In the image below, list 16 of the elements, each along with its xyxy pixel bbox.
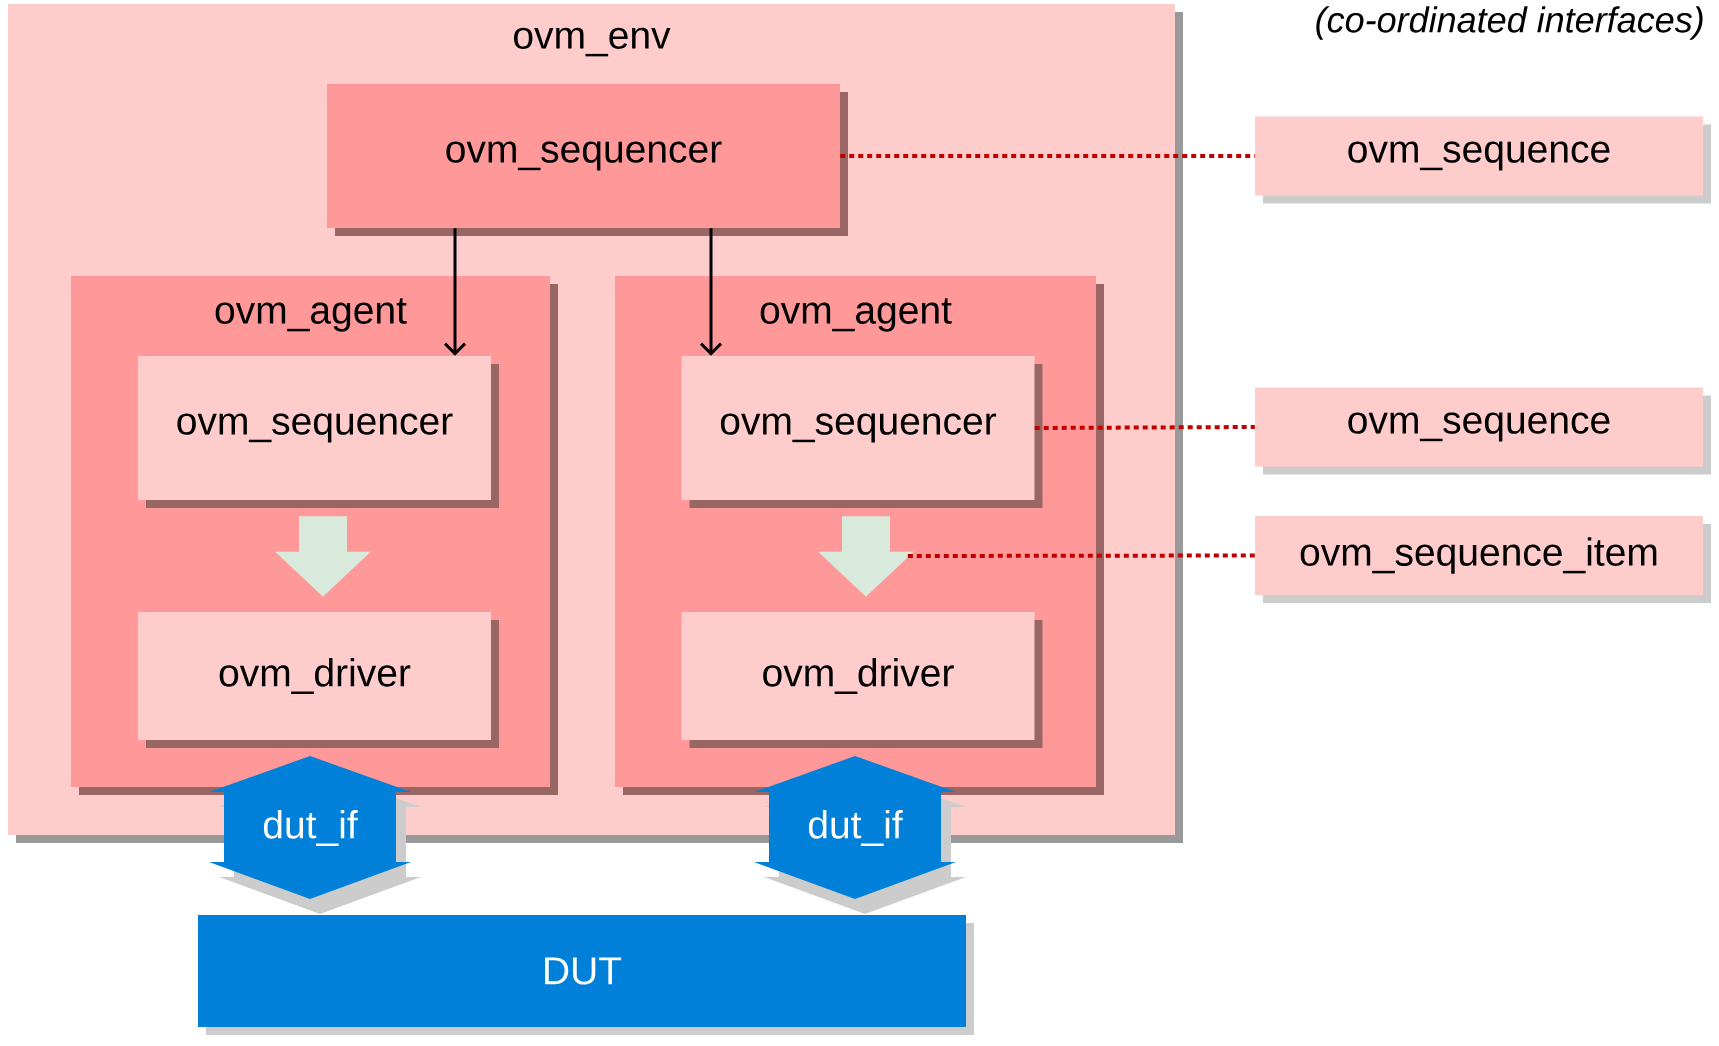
arrow bbox=[443, 228, 467, 356]
component-box: ovm_sequence bbox=[1255, 387, 1711, 475]
component-box: DUT bbox=[198, 915, 974, 1035]
component-box: ovm_sequencer bbox=[327, 84, 848, 236]
dotted-line bbox=[1034, 425, 1255, 430]
component-box: ovm_sequence bbox=[1255, 116, 1711, 204]
dotted-line bbox=[840, 154, 1255, 158]
component-box: ovm_driver bbox=[138, 612, 499, 748]
component-box: ovm_sequencer bbox=[681, 356, 1043, 508]
heading-note: (co-ordinated interfaces) bbox=[1316, 6, 1703, 40]
double-arrow-block: dut_if bbox=[754, 756, 966, 914]
arrow bbox=[699, 228, 723, 356]
double-arrow-block: dut_if bbox=[209, 756, 421, 914]
component-box: ovm_driver bbox=[681, 612, 1043, 748]
component-box: ovm_sequencer bbox=[138, 356, 499, 508]
component-box: ovm_sequence_item bbox=[1255, 516, 1711, 603]
